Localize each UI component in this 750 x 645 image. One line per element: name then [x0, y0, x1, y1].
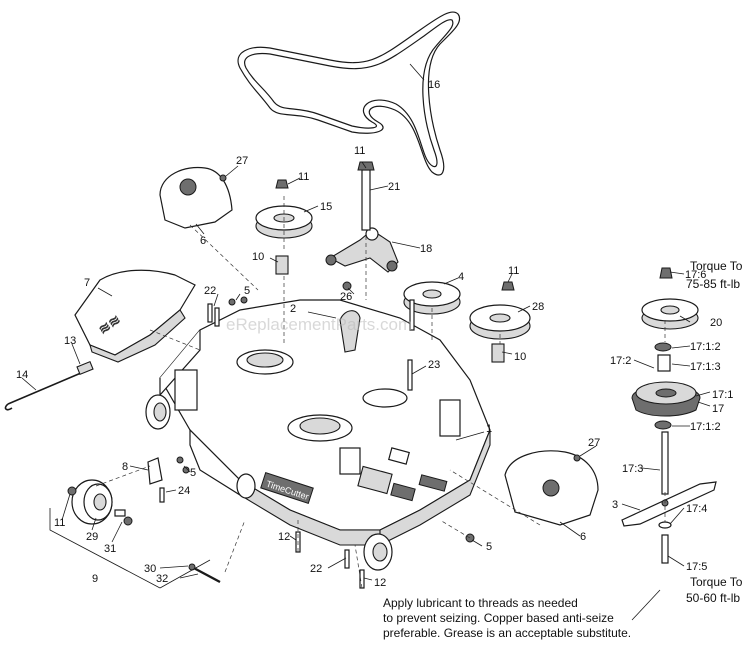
belt-cover-right: [504, 450, 599, 526]
callout-11c: 11: [508, 265, 519, 277]
note-line-3: preferable. Grease is an acceptable subs…: [383, 626, 632, 640]
deck-wheel-front: [363, 533, 393, 571]
bushing-10b: [491, 343, 505, 363]
callout-31: 31: [104, 543, 116, 555]
callout-28: 28: [532, 301, 544, 313]
callout-5a: 5: [244, 285, 250, 297]
callout-24: 24: [178, 485, 190, 497]
assembly-lines: [95, 196, 666, 589]
torque-bottom-line2: 50-60 ft-lb: [686, 591, 740, 605]
idler-arm: [325, 227, 399, 273]
callout-11a: 11: [298, 171, 309, 183]
callout-22a: 22: [204, 285, 216, 297]
spacer-31: [114, 509, 126, 517]
note-line-1: Apply lubricant to threads as needed: [383, 596, 578, 610]
callout-12b: 12: [374, 577, 386, 589]
callout-2: 2: [290, 303, 296, 315]
callout-16: 16: [428, 79, 440, 91]
callout-20: 20: [710, 317, 722, 329]
belt-guide-2: [339, 310, 361, 353]
deck-wheel-right: [236, 473, 256, 499]
callout-17-1-3: 17:1:3: [690, 361, 721, 373]
belt-cover-left: ≋≋: [74, 269, 196, 363]
callout-9: 9: [92, 573, 98, 585]
spring-13: [76, 360, 94, 376]
bracket-9-line-b: [159, 559, 211, 589]
callout-3: 3: [612, 499, 618, 511]
torque-top-line2: 75-85 ft-lb: [686, 277, 740, 291]
shaft-21: [361, 169, 371, 231]
axle-nut: [123, 516, 133, 526]
callout-29: 29: [86, 531, 98, 543]
callout-12a: 12: [278, 531, 290, 543]
deck-badge: [260, 472, 314, 504]
lubrication-note: Apply lubricant to threads as needed to …: [383, 596, 703, 641]
callout-17: 17: [712, 403, 724, 415]
callout-10b: 10: [514, 351, 526, 363]
callout-4: 4: [458, 271, 464, 283]
callout-17-3: 17:3: [622, 463, 643, 475]
callout-14: 14: [16, 369, 28, 381]
torque-bottom-line1: Torque To: [690, 575, 743, 589]
callout-5c: 5: [486, 541, 492, 553]
callout-11d: 11: [54, 517, 65, 529]
mower-deck: TimeCutter 48: [159, 299, 491, 546]
callout-8: 8: [122, 461, 128, 473]
callouts: 16 27 6 11 15 10 11 21 18 4 11 28 10 26 …: [16, 79, 743, 605]
callout-23: 23: [428, 359, 440, 371]
callout-10a: 10: [252, 251, 264, 263]
callout-32: 32: [156, 573, 168, 585]
bracket-9-line: [49, 508, 161, 589]
callout-22b: 22: [310, 563, 322, 575]
callout-6b: 6: [580, 531, 586, 543]
callout-15: 15: [320, 201, 332, 213]
callout-18: 18: [420, 243, 432, 255]
bracket-8: [147, 457, 163, 485]
pulley-28: [469, 304, 531, 340]
callout-27b: 27: [588, 437, 600, 449]
callout-30: 30: [144, 563, 156, 575]
torque-top-line1: Torque To: [690, 259, 743, 273]
callout-21: 21: [388, 181, 400, 193]
callout-17-1: 17:1: [712, 389, 733, 401]
pulley-20: [641, 298, 699, 330]
rod-14: [4, 369, 89, 411]
callout-7: 7: [84, 277, 90, 289]
callout-26: 26: [340, 291, 352, 303]
bushing-10a: [275, 255, 289, 275]
callout-17-1-2a: 17:1:2: [690, 341, 721, 353]
nut-11-shaft: [357, 161, 375, 171]
caster-wheel: [71, 479, 113, 525]
callout-17-5: 17:5: [686, 561, 707, 573]
callout-17-2: 17:2: [610, 355, 631, 367]
leader-lines: [21, 63, 711, 621]
belt-cover-rear: [159, 166, 233, 229]
callout-11b: 11: [354, 145, 365, 157]
note-line-2: to prevent seizing. Copper based anti-se…: [383, 611, 614, 625]
drive-belt: [237, 11, 461, 176]
pulley-4: [403, 281, 461, 315]
callout-17-4: 17:4: [686, 503, 707, 515]
callout-17-1-2b: 17:1:2: [690, 421, 721, 433]
nut-11-caster: [67, 486, 77, 496]
watermark: eReplacementParts.com: [226, 315, 412, 334]
spindle-assembly: [631, 267, 701, 564]
deck-wheel-left: [145, 394, 171, 430]
callout-5b: 5: [190, 467, 196, 479]
callout-13: 13: [64, 335, 76, 347]
callout-6a: 6: [200, 235, 206, 247]
callout-1: 1: [486, 423, 492, 435]
callout-17-6: 17:6: [685, 269, 706, 281]
callout-27a: 27: [236, 155, 248, 167]
